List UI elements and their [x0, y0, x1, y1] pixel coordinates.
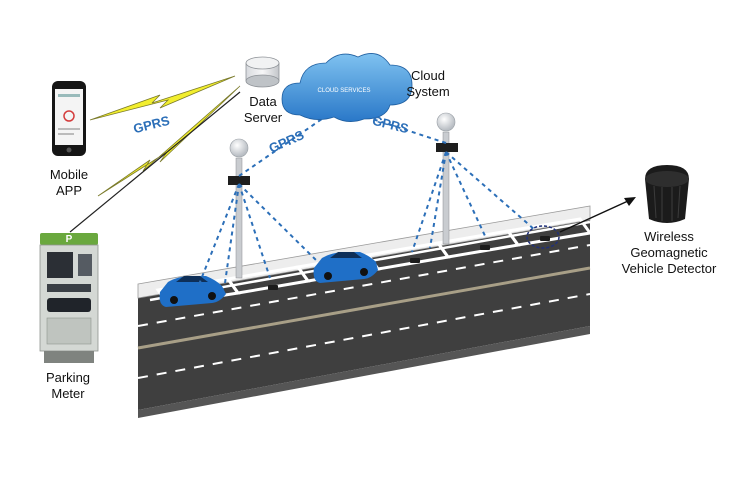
lightning-icon: [89, 75, 236, 121]
cloud-services-label: CLOUD SERVICES: [318, 88, 371, 94]
cloud-icon: [281, 53, 413, 122]
sensor-icon: [268, 285, 278, 290]
meter-link-line: [69, 91, 241, 233]
sensor-icon: [410, 258, 420, 263]
data-server-label: Data Server: [243, 94, 283, 125]
parking-meter-icon: [39, 233, 99, 363]
detector-highlight-circle: [526, 225, 560, 249]
sensor-icon: [480, 245, 490, 250]
wireless-detector-label: Wireless Geomagnetic Vehicle Detector: [621, 229, 717, 276]
car-icon: [313, 252, 378, 283]
meter-sign: P: [66, 234, 73, 245]
mobile-app-label: Mobile APP: [49, 167, 89, 198]
server-icon: [245, 56, 280, 88]
lamp-post-icon: [228, 138, 250, 279]
smartphone-icon: [52, 81, 86, 156]
vehicle-detector-icon: [645, 165, 689, 223]
detector-arrow: [559, 197, 636, 233]
parking-meter-label: Parking Meter: [45, 370, 91, 401]
road: [137, 205, 591, 418]
sensor-icon: [540, 236, 550, 241]
cloud-system-label: Cloud System: [406, 68, 450, 99]
lamp-post-icon: [436, 112, 458, 245]
